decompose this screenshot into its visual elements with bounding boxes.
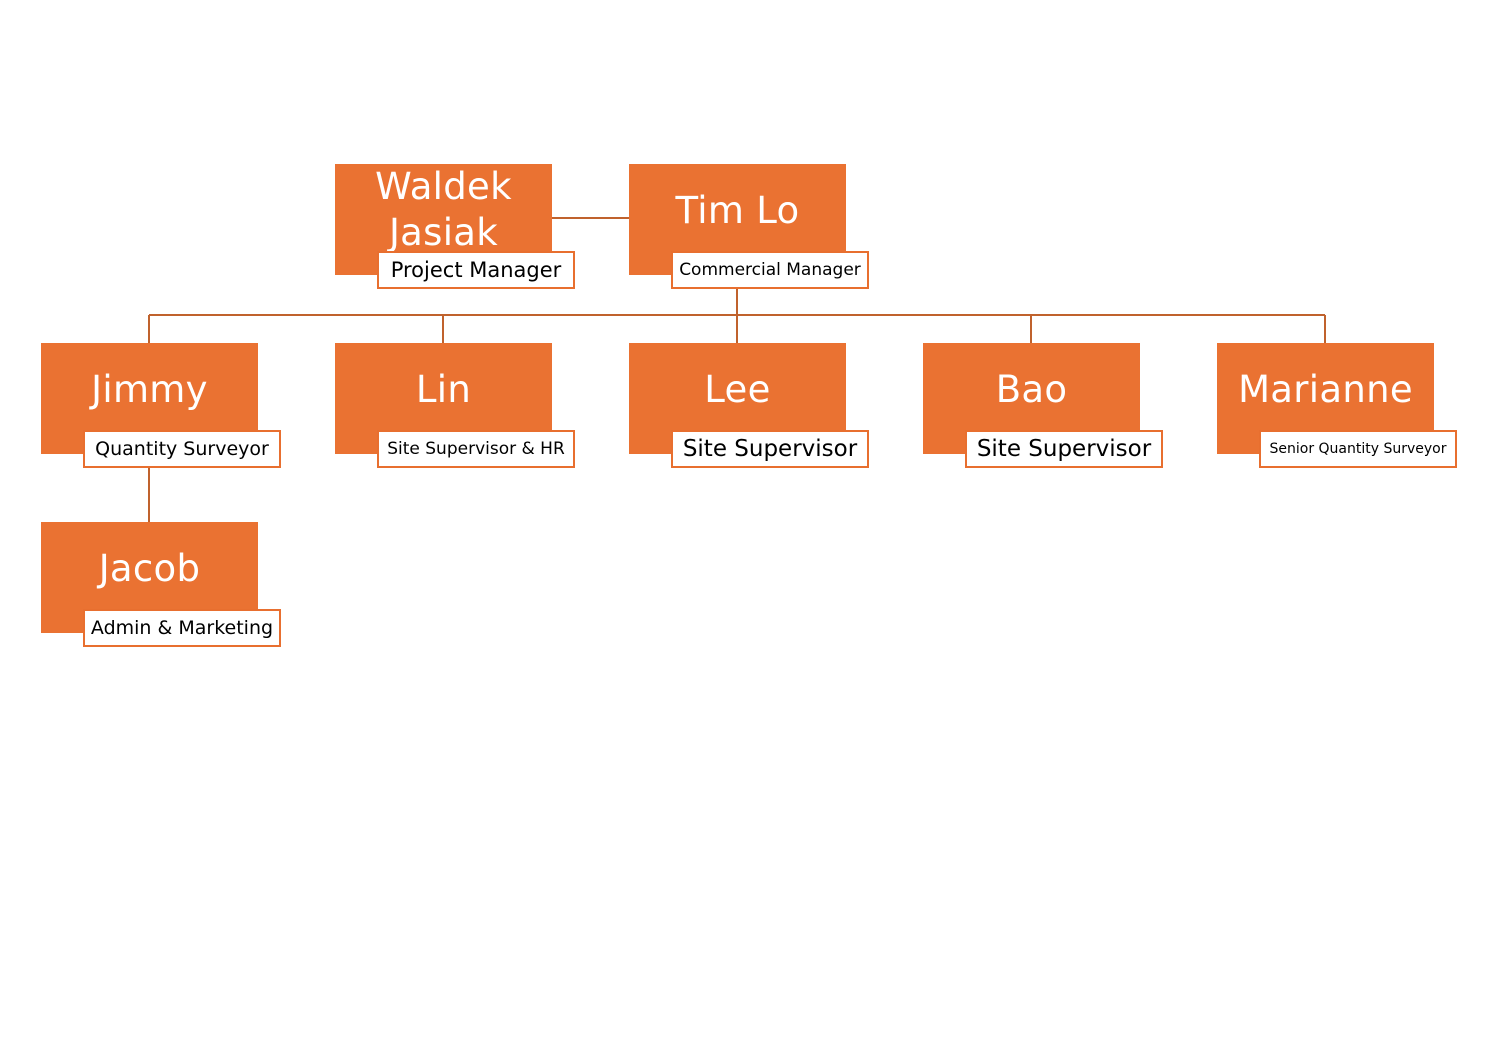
node-role: Admin & Marketing [83,609,281,647]
node-role: Project Manager [377,251,575,289]
node-role: Site Supervisor [965,430,1163,468]
node-role: Commercial Manager [671,251,869,289]
node-name: Jacob [98,547,201,590]
node-name: Waldek Jasiak [375,165,512,254]
node-name: Tim Lo [675,189,800,232]
node-role: Quantity Surveyor [83,430,281,468]
node-role: Site Supervisor [671,430,869,468]
node-name: Bao [995,368,1068,411]
node-role: Site Supervisor & HR [377,430,575,468]
node-role: Senior Quantity Surveyor [1259,430,1457,468]
node-name: Lee [704,368,771,411]
node-name: Marianne [1238,368,1413,411]
node-name: Lin [415,368,472,411]
node-marianne: Marianne [1217,343,1434,454]
node-name: Jimmy [91,368,208,411]
